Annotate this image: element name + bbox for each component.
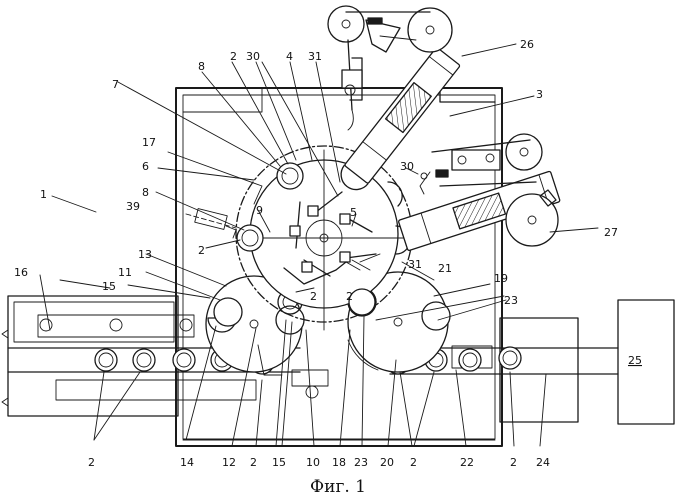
bottle <box>172 348 196 372</box>
label-18: 18 <box>332 456 346 469</box>
label-2d: 2 <box>346 290 353 303</box>
label-22: 22 <box>460 456 474 469</box>
right-applicator-arm <box>398 133 561 252</box>
leader-lines <box>39 43 599 447</box>
label-27: 27 <box>604 226 618 239</box>
label-16: 16 <box>14 266 28 279</box>
rotor-bottle <box>348 288 376 316</box>
label-23b: 23 <box>354 456 368 469</box>
label-39: 39 <box>126 200 140 213</box>
label-2f: 2 <box>250 456 257 469</box>
label-2h: 2 <box>510 456 517 469</box>
label-2g: 2 <box>410 456 417 469</box>
label-31b: 31 <box>408 258 422 271</box>
rotor-bottle <box>276 162 304 190</box>
label-30: 30 <box>246 50 260 63</box>
label-4: 4 <box>286 50 293 63</box>
label-1: 1 <box>40 188 47 201</box>
label-9: 9 <box>256 204 263 217</box>
label-21: 21 <box>438 262 452 275</box>
label-26: 26 <box>520 38 534 51</box>
label-25: 25 <box>628 354 642 367</box>
label-13: 13 <box>138 248 152 261</box>
label-2e: 2 <box>88 456 95 469</box>
label-20: 20 <box>380 456 394 469</box>
label-10: 10 <box>306 456 320 469</box>
bottle <box>132 348 156 372</box>
figure-caption: Фиг. 1 <box>310 477 366 497</box>
label-7: 7 <box>112 78 119 91</box>
label-6: 6 <box>142 160 149 173</box>
rotor-bottle <box>236 224 264 252</box>
label-24: 24 <box>536 456 550 469</box>
label-3: 3 <box>536 88 543 101</box>
label-8b: 8 <box>142 186 149 199</box>
label-15b: 15 <box>272 456 286 469</box>
main-housing-frame <box>175 87 503 447</box>
label-2c: 2 <box>310 290 317 303</box>
bottle <box>94 348 118 372</box>
label-23: 23 <box>504 294 518 307</box>
label-8: 8 <box>198 60 205 73</box>
bottle <box>458 348 482 372</box>
label-2: 2 <box>230 50 237 63</box>
label-5: 5 <box>350 206 357 219</box>
label-31: 31 <box>308 50 322 63</box>
label-12: 12 <box>222 456 236 469</box>
reference-labels: 1 39 7 8 2 30 4 31 26 3 17 6 8 9 5 30 27… <box>14 38 642 469</box>
label-19: 19 <box>494 272 508 285</box>
label-15: 15 <box>102 280 116 293</box>
label-17: 17 <box>142 136 156 149</box>
label-14: 14 <box>180 456 194 469</box>
lateral-device <box>185 208 237 239</box>
label-30b: 30 <box>400 160 414 173</box>
label-2b: 2 <box>198 244 205 257</box>
bottle <box>498 346 522 370</box>
label-11: 11 <box>118 266 132 279</box>
upper-applicator-arm <box>327 5 461 191</box>
